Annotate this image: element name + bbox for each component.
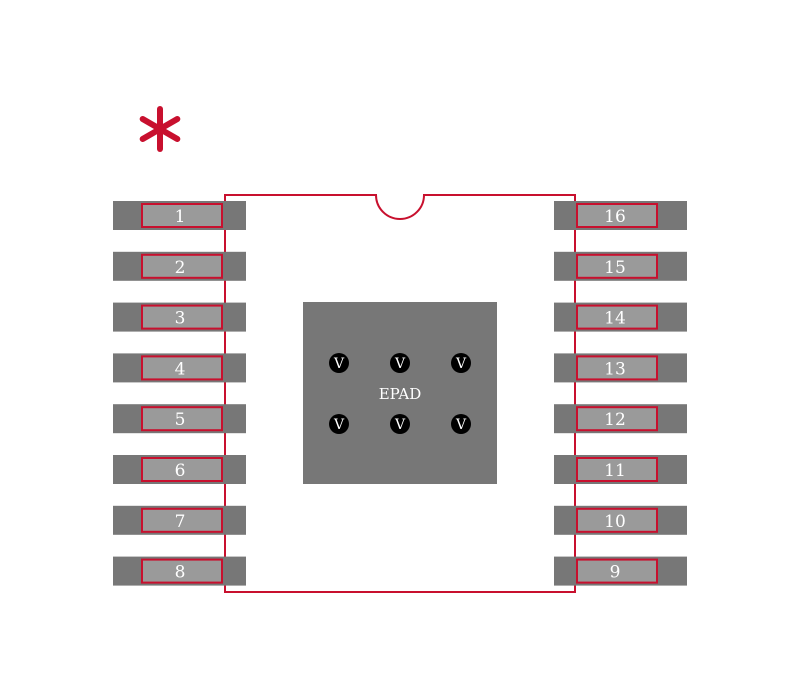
pin-lead (576, 507, 658, 533)
via-circle (329, 414, 349, 434)
pin-number-label: 12 (604, 410, 626, 430)
pin-number-label: 6 (175, 461, 186, 481)
pin-lead (576, 457, 658, 482)
pin-number-label: 8 (175, 563, 186, 583)
pin-lead (576, 253, 658, 279)
pin-lead (141, 406, 223, 432)
pin-number-label: 11 (604, 461, 626, 481)
pin-lead (141, 558, 223, 584)
pin-number-label: 4 (175, 359, 186, 379)
left-pin-column: 1 2 3 4 5 6 7 8 (113, 201, 246, 586)
pin-lead (141, 507, 223, 533)
via-label: V (333, 356, 345, 372)
pin-number-label: 2 (175, 258, 186, 278)
epad-label: EPAD (379, 385, 422, 403)
pin-7: 7 (113, 505, 246, 535)
pin-number-label: 5 (175, 410, 186, 430)
pin-number-label: 16 (604, 207, 626, 227)
pin-1: 1 (113, 201, 246, 230)
right-pin-column: 16 15 14 13 12 11 10 9 (554, 201, 687, 586)
via-label: V (455, 417, 467, 433)
asterisk-stroke (139, 116, 181, 142)
pin-3: 3 (113, 302, 246, 332)
pin-lead (576, 203, 658, 228)
pin-lead (576, 558, 658, 584)
pin-lead (141, 253, 223, 279)
via-label: V (333, 417, 345, 433)
via: V (390, 353, 410, 373)
pin-2: 2 (113, 251, 246, 281)
pin-13: 13 (554, 353, 687, 383)
component-body-outline (224, 194, 576, 593)
pin-9: 9 (554, 556, 687, 586)
pin-number-label: 10 (604, 512, 626, 532)
exposed-pad (303, 302, 497, 484)
pin-number-label: 7 (175, 512, 186, 532)
pin-lead (576, 355, 658, 381)
via-circle (390, 414, 410, 434)
pin-14: 14 (554, 302, 687, 332)
pin-12: 12 (554, 404, 687, 434)
via: V (390, 414, 410, 434)
pin-8: 8 (113, 556, 246, 586)
via: V (329, 353, 349, 373)
pin-lead (141, 457, 223, 482)
via: V (329, 414, 349, 434)
via: V (451, 414, 471, 434)
via-circle (451, 353, 471, 373)
pin-number-label: 13 (604, 359, 626, 379)
pin-16: 16 (554, 201, 687, 230)
via-circle (329, 353, 349, 373)
via: V (451, 353, 471, 373)
pin-number-label: 9 (610, 563, 621, 583)
via-circle (390, 353, 410, 373)
pin-lead (141, 304, 223, 330)
thermal-vias: V V V V V V (329, 353, 471, 434)
pin-6: 6 (113, 455, 246, 484)
pin-number-label: 15 (604, 258, 626, 278)
pin-lead (576, 406, 658, 432)
pin-number-label: 3 (175, 309, 186, 329)
pin-number-label: 14 (604, 309, 626, 329)
pin-lead (576, 304, 658, 330)
pin-11: 11 (554, 455, 687, 484)
pin-lead (141, 203, 223, 228)
pin-lead (141, 355, 223, 381)
pin-10: 10 (554, 505, 687, 535)
pin1-asterisk-icon (139, 106, 181, 152)
pin-15: 15 (554, 251, 687, 281)
via-label: V (455, 356, 467, 372)
pin-4: 4 (113, 353, 246, 383)
pin-5: 5 (113, 404, 246, 434)
pin-number-label: 1 (175, 207, 186, 227)
via-label: V (394, 356, 406, 372)
via-label: V (394, 417, 406, 433)
via-circle (451, 414, 471, 434)
